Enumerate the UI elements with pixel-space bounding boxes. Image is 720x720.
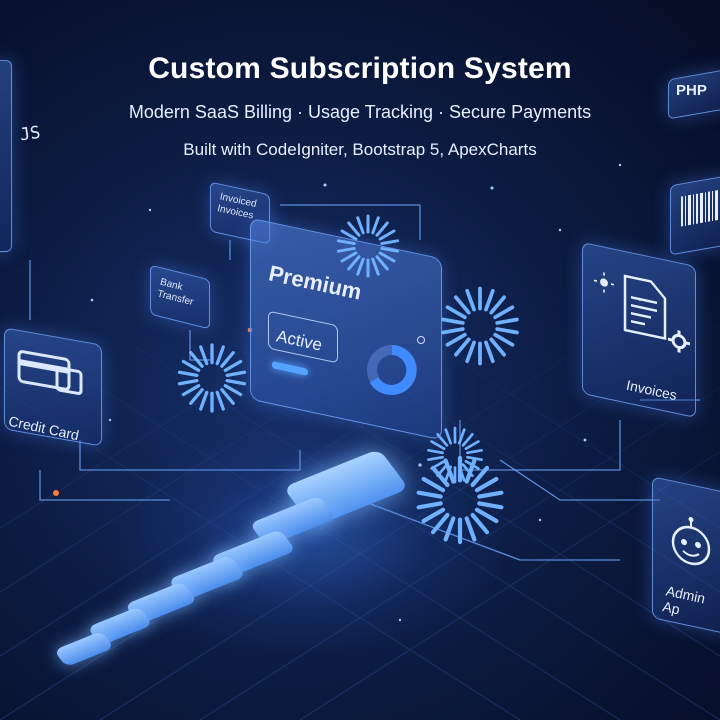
built-with-text: Built with CodeIgniter, Bootstrap 5, Ape… (183, 140, 537, 159)
page-subtitle: Modern SaaS Billing · Usage Tracking · S… (128, 102, 592, 122)
premium-dot (417, 336, 425, 344)
gear-icon (668, 330, 690, 353)
admin-panel (652, 476, 720, 638)
page-title: Custom Subscription System (148, 52, 572, 85)
credit-card-panel (4, 327, 102, 447)
barcode-icon (681, 190, 718, 227)
document-icon (623, 274, 667, 341)
credit-card-icon (17, 350, 83, 395)
php-label: PHP (676, 82, 707, 99)
barcode-panel (670, 174, 720, 256)
robot-icon (671, 516, 711, 566)
sun-icon (594, 272, 614, 293)
donut-chart-icon (367, 345, 417, 395)
invoices-panel (582, 241, 696, 419)
js-panel (0, 60, 12, 252)
